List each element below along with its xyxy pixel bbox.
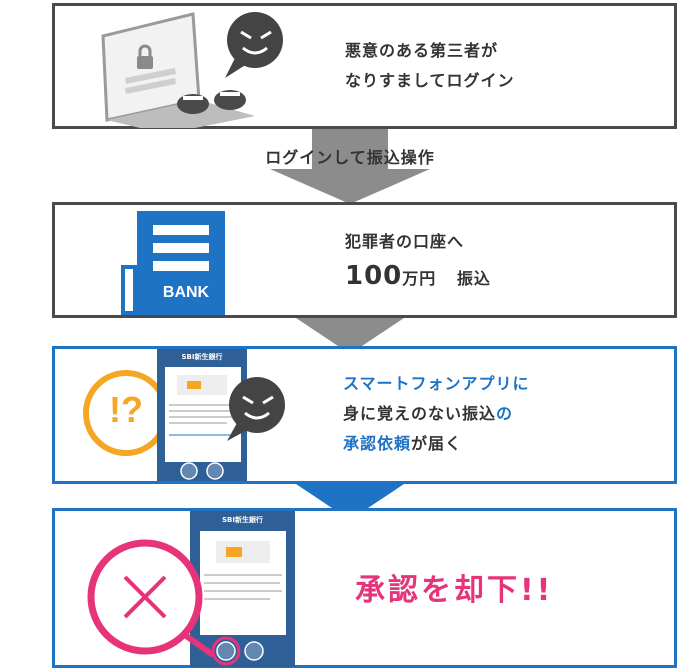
step3-text: スマートフォンアプリに 身に覚えのない振込の 承認依頼が届く xyxy=(343,369,530,459)
bank-building-icon xyxy=(121,211,225,315)
laptop-login-illustration xyxy=(101,12,283,128)
step2-amount: 100 xyxy=(345,261,403,291)
step3-line2b: の xyxy=(496,404,514,423)
step2-text: 犯罪者の口座へ 100万円 振込 xyxy=(345,227,491,294)
step2-box: BANK 犯罪者の口座へ 100万円 振込 xyxy=(52,202,677,318)
step2-unit: 万円 xyxy=(402,269,437,288)
alert-badge-text: !? xyxy=(109,389,143,430)
evil-face-icon xyxy=(227,377,285,441)
step2-line1: 犯罪者の口座へ xyxy=(345,232,465,251)
step1-box: 悪意のある第三者が なりすましてログイン xyxy=(52,3,677,129)
step3-line3a: 承認依頼 xyxy=(343,434,412,453)
step1-line2: なりすましてログイン xyxy=(345,71,515,90)
reject-x-icon xyxy=(87,539,215,658)
step1-text: 悪意のある第三者が なりすましてログイン xyxy=(345,36,515,96)
phone-title: SBI新生銀行 xyxy=(181,353,223,361)
step3-line1: スマートフォンアプリに xyxy=(343,374,530,393)
evil-face-icon xyxy=(225,12,283,78)
smartphone-reject-screen xyxy=(190,511,295,667)
smartphone-approval-screen xyxy=(157,349,285,481)
arrow-down-gray-2 xyxy=(296,318,404,354)
step3-line2a: 身に覚えのない振込 xyxy=(343,404,497,423)
bank-label: BANK xyxy=(162,284,210,301)
arrow-down-blue xyxy=(296,484,404,520)
arrow-down-gray xyxy=(270,129,430,204)
step2-action: 振込 xyxy=(456,269,491,288)
step3-line3b: が届く xyxy=(411,434,463,453)
step3-box: !? SBI新生銀行 スマートフォンアプリに 身に覚えのない振込の 承認依頼が届… xyxy=(52,346,677,484)
lock-icon xyxy=(137,44,153,69)
step4-text: 承認を却下!! xyxy=(355,573,554,608)
phone-title-2: SBI新生銀行 xyxy=(222,516,263,524)
arrow1-label: ログインして振込操作 xyxy=(265,148,435,167)
hand-icon xyxy=(177,90,246,114)
step1-line1: 悪意のある第三者が xyxy=(345,41,499,60)
step4-box: SBI新生銀行 承認を却下!! xyxy=(52,508,677,668)
